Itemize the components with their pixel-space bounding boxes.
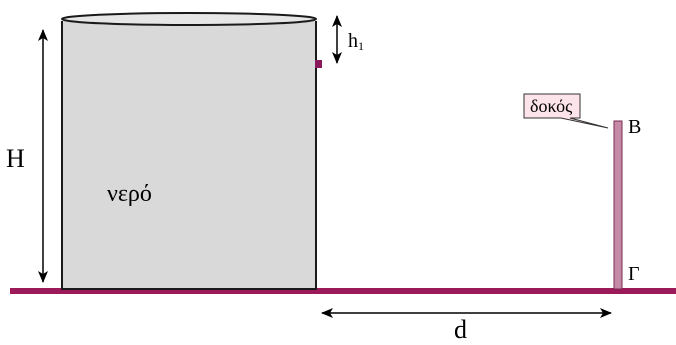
label-distance: d (454, 315, 467, 344)
label-height-total: H (6, 144, 25, 173)
ground-line (10, 288, 676, 294)
label-beam: δοκός (530, 96, 572, 116)
tank-top-rim (61, 12, 317, 26)
label-point-bottom: Γ (628, 263, 640, 285)
label-height-hole-subscript: 1 (358, 39, 364, 53)
beam-callout (523, 93, 609, 129)
tank-body (61, 21, 317, 290)
nozzle-hole (315, 60, 322, 68)
beam (613, 120, 623, 290)
label-point-top: Β (628, 116, 641, 138)
label-height-hole: h1 (348, 30, 364, 53)
label-water: νερό (107, 181, 152, 207)
